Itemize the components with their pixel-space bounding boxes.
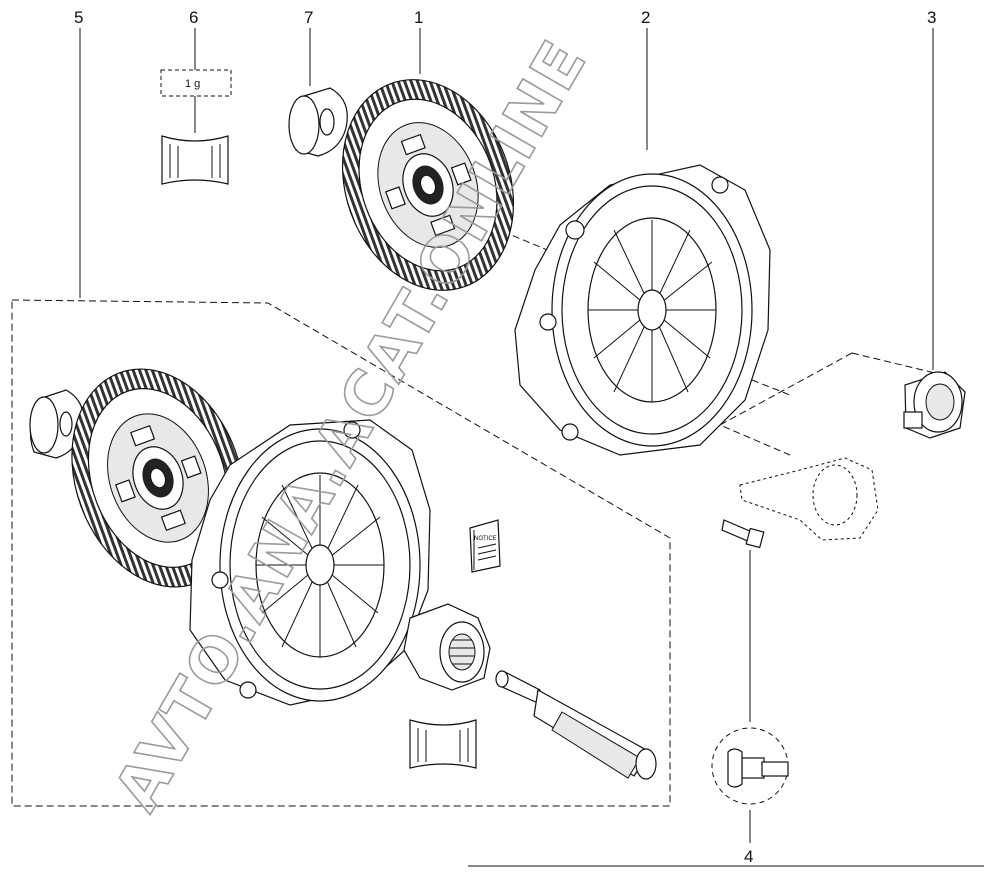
callout-3: 3: [927, 8, 936, 370]
kit-pilot-bushing: [29, 389, 84, 459]
clutch-disc-1: [341, 79, 515, 291]
release-bearing-3: [903, 371, 966, 439]
callout-label-6: 6: [189, 8, 198, 27]
grease-quantity: 1 g: [185, 78, 200, 90]
kit-grease-sachet: [409, 719, 477, 769]
callout-2: 2: [641, 8, 650, 150]
callout-label-4: 4: [744, 847, 753, 866]
kit-alignment-tool: [495, 670, 657, 780]
bolt-detail-4: [711, 727, 789, 805]
kit-outline: [11, 299, 671, 807]
pilot-bushing-7: [288, 87, 348, 157]
grease-sachet-6: 1 g: [160, 69, 232, 185]
kit-notice-booklet: NOTICE: [469, 519, 501, 573]
notice-label: NOTICE: [474, 536, 497, 542]
callout-label-5: 5: [74, 8, 83, 27]
callout-6: 6: [189, 8, 198, 133]
callout-label-7: 7: [304, 8, 313, 27]
callout-label-2: 2: [641, 8, 650, 27]
pressure-plate-2: [514, 164, 771, 456]
callout-4: 4: [744, 550, 753, 866]
callout-5: 5: [74, 8, 83, 298]
callout-label-1: 1: [414, 8, 423, 27]
slave-cylinder-ghost: [739, 457, 879, 541]
callout-label-3: 3: [927, 8, 936, 27]
bearing-bracket: [718, 352, 936, 456]
callout-1: 1: [414, 8, 423, 74]
kit-release-bearing: [403, 603, 491, 691]
bolt-4: [721, 519, 765, 549]
kit-pressure-plate: [189, 419, 431, 706]
callout-7: 7: [304, 8, 313, 86]
